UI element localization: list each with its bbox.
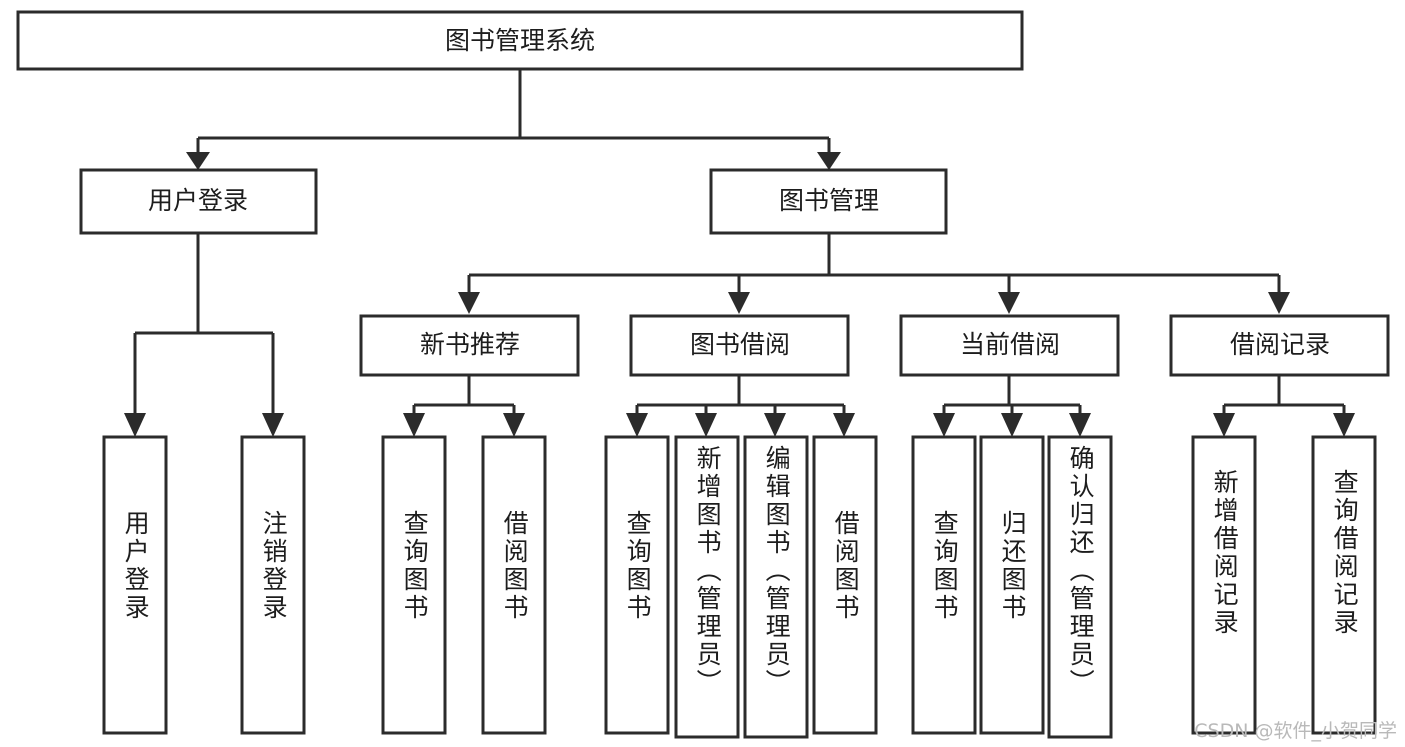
connector-group-current-borrow <box>933 375 1091 437</box>
node-current-borrow-label: 当前借阅 <box>960 330 1060 359</box>
node-book-manage[interactable]: 图书管理 <box>709 168 948 235</box>
node-new-book-recommend[interactable]: 新书推荐 <box>359 314 580 377</box>
leaf-query-record-rect[interactable] <box>1311 435 1377 735</box>
node-book-manage-label: 图书管理 <box>779 186 879 215</box>
leaf-add-book-rect[interactable] <box>674 435 740 739</box>
leaf-query-book-2-rect[interactable] <box>604 435 670 735</box>
leaf-return-book-rect[interactable] <box>979 435 1045 735</box>
leaf-confirm-return-rect[interactable] <box>1047 435 1113 739</box>
arrowhead-leaf-query-record <box>1333 413 1355 437</box>
leaf-edit-book-rect[interactable] <box>743 435 809 739</box>
connector-group-user-login <box>124 233 284 437</box>
csdn-watermark: CSDN @软件_小贺同学 <box>1194 720 1397 742</box>
arrowhead-leaf-return-book <box>1001 413 1023 437</box>
arrowhead-leaf-query-book-3 <box>933 413 955 437</box>
leaf-query-book-3-rect[interactable] <box>911 435 977 735</box>
arrowhead-borrow-record <box>1268 292 1290 314</box>
connector-group-new-book-recommend <box>403 375 525 437</box>
arrowhead-leaf-borrow-book-2 <box>833 413 855 437</box>
node-new-book-recommend-label: 新书推荐 <box>420 330 520 359</box>
node-root[interactable]: 图书管理系统 <box>16 10 1024 71</box>
arrowhead-book-manage <box>817 152 841 170</box>
arrowhead-leaf-borrow-book-1 <box>503 413 525 437</box>
node-user-login-rect[interactable] <box>79 168 318 235</box>
node-book-borrow[interactable]: 图书借阅 <box>629 314 850 377</box>
arrowhead-leaf-add-book <box>695 413 717 437</box>
node-book-borrow-label: 图书借阅 <box>690 330 790 359</box>
connector-group-root <box>186 69 841 170</box>
node-root-rect[interactable] <box>16 10 1024 71</box>
leaf-user-login-rect[interactable] <box>102 435 168 735</box>
arrowhead-new-book-recommend <box>458 292 480 314</box>
leaf-borrow-book-2-rect[interactable] <box>812 435 878 735</box>
arrowhead-leaf-query-book-1 <box>403 413 425 437</box>
leaf-add-record-rect[interactable] <box>1191 435 1257 735</box>
node-user-login-label: 用户登录 <box>148 186 248 215</box>
arrowhead-leaf-confirm-return <box>1069 413 1091 437</box>
arrowhead-current-borrow <box>998 292 1020 314</box>
node-current-borrow-rect[interactable] <box>899 314 1120 377</box>
connector-group-borrow-record <box>1213 375 1355 437</box>
leaf-borrow-book-1-rect[interactable] <box>481 435 547 735</box>
node-current-borrow[interactable]: 当前借阅 <box>899 314 1120 377</box>
leaf-boxes <box>102 435 1377 739</box>
arrowhead-leaf-query-book-2 <box>626 413 648 437</box>
node-borrow-record[interactable]: 借阅记录 <box>1169 314 1390 377</box>
node-new-book-recommend-rect[interactable] <box>359 314 580 377</box>
arrowhead-leaf-user-logout <box>262 413 284 437</box>
node-book-manage-rect[interactable] <box>709 168 948 235</box>
node-root-label: 图书管理系统 <box>445 26 595 55</box>
node-user-login[interactable]: 用户登录 <box>79 168 318 235</box>
node-book-borrow-rect[interactable] <box>629 314 850 377</box>
arrowhead-leaf-edit-book <box>764 413 786 437</box>
connector-group-book-borrow <box>626 375 855 437</box>
leaf-query-book-1-rect[interactable] <box>381 435 447 735</box>
arrowhead-leaf-add-record <box>1213 413 1235 437</box>
node-borrow-record-rect[interactable] <box>1169 314 1390 377</box>
arrowhead-leaf-user-login <box>124 413 146 437</box>
arrowhead-book-borrow <box>728 292 750 314</box>
leaf-user-logout-rect[interactable] <box>240 435 306 735</box>
connector-group-book-manage <box>458 233 1290 314</box>
node-borrow-record-label: 借阅记录 <box>1230 330 1330 359</box>
arrowhead-user-login <box>186 152 210 170</box>
